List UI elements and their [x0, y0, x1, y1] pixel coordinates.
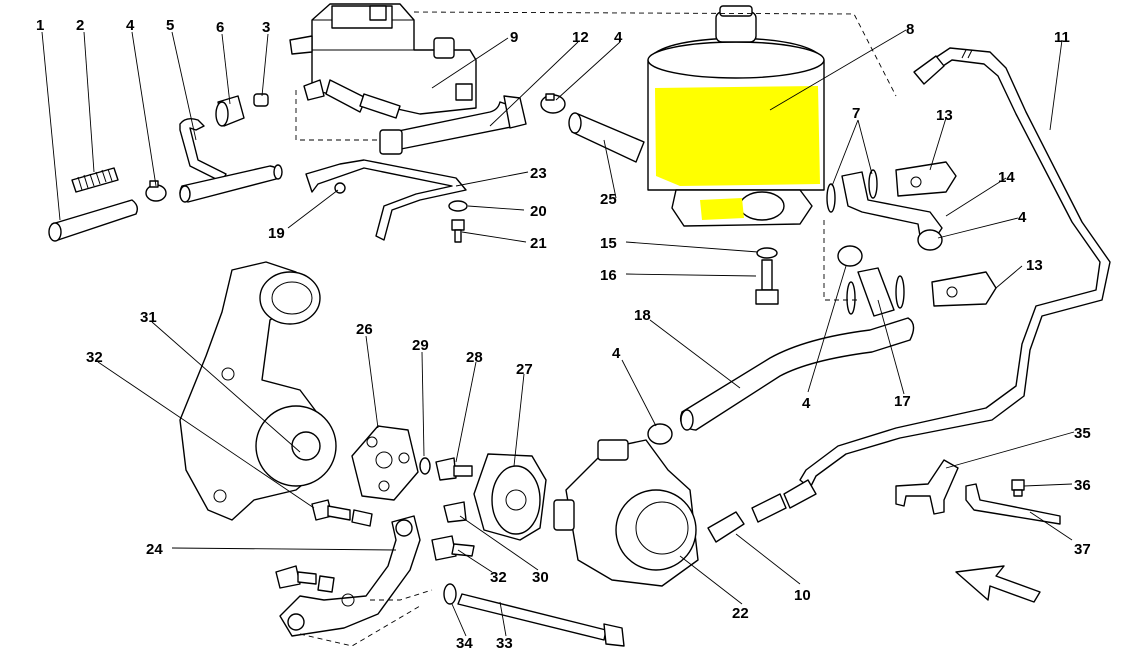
fitting-part-10 — [707, 479, 817, 543]
washer-part-29 — [419, 457, 431, 475]
callout-1: 1 — [36, 17, 44, 34]
callout-7: 7 — [852, 105, 860, 122]
callout-6: 6 — [216, 19, 224, 36]
callout-23: 23 — [530, 165, 547, 182]
callout-4: 4 — [614, 29, 623, 46]
long-bolt-part-33 — [457, 593, 625, 647]
callout-35: 35 — [1074, 425, 1091, 442]
callout-12: 12 — [572, 29, 589, 46]
bolt-part-32-lower — [431, 535, 475, 561]
callout-4: 4 — [612, 345, 621, 362]
hose-part-25 — [568, 112, 645, 163]
hose-part-1 — [48, 199, 139, 242]
callout-2: 2 — [76, 17, 84, 34]
callout-4: 4 — [802, 395, 811, 412]
union-bolt-part-13-top — [895, 161, 957, 197]
o-ring-part-7 — [826, 169, 878, 213]
washer-part-34 — [443, 583, 457, 605]
callout-labels: 1 2 4 5 6 3 9 12 4 8 11 7 13 14 4 13 23 … — [36, 17, 1091, 652]
dashed-assembly-lines — [295, 11, 897, 647]
bracket-part-23 — [305, 159, 467, 241]
hose-part-18 — [679, 317, 915, 431]
callout-4: 4 — [1018, 209, 1027, 226]
pump-part-22 — [553, 439, 699, 587]
callout-31: 31 — [140, 309, 157, 326]
screw-part-36 — [1011, 479, 1025, 497]
callout-8: 8 — [906, 21, 914, 38]
callout-33: 33 — [496, 635, 513, 652]
hose-clamp-part-4-top — [540, 93, 566, 114]
callout-22: 22 — [732, 605, 749, 622]
callout-32: 32 — [86, 349, 103, 366]
callout-11: 11 — [1054, 29, 1070, 46]
callout-15: 15 — [600, 235, 617, 252]
union-bolt-part-13-bottom — [931, 271, 997, 307]
callout-30: 30 — [532, 569, 549, 586]
callout-10: 10 — [794, 587, 811, 604]
housing-part-31 — [179, 261, 337, 521]
leader-lines — [41, 29, 1075, 637]
callout-14: 14 — [998, 169, 1015, 186]
callout-37: 37 — [1074, 541, 1091, 558]
reservoir-part-8 — [647, 5, 825, 227]
bolt-part-30 — [443, 501, 467, 523]
union-part-17 — [846, 267, 905, 317]
bolt-part-bracket — [275, 565, 335, 593]
pipe-part-5 — [179, 117, 227, 183]
sleeve-part-6 — [215, 95, 245, 127]
callout-27: 27 — [516, 361, 533, 378]
hose-connector-left — [179, 164, 283, 203]
callout-36: 36 — [1074, 477, 1091, 494]
hose-clamp-part-4-mid — [837, 245, 863, 267]
washer-part-15 — [756, 247, 778, 259]
cap-part-3 — [253, 93, 269, 107]
coupling-part-26 — [351, 425, 419, 501]
callout-9: 9 — [510, 29, 518, 46]
callout-20: 20 — [530, 203, 547, 220]
callout-5: 5 — [166, 17, 174, 34]
bracket-part-35 — [895, 459, 959, 515]
callout-13: 13 — [1026, 257, 1043, 274]
bolt-part-28 — [435, 457, 473, 481]
callout-4: 4 — [126, 17, 135, 34]
callout-19: 19 — [268, 225, 285, 242]
callout-18: 18 — [634, 307, 651, 324]
hose-part-12 — [379, 95, 527, 155]
pipe-part-11 — [799, 47, 1111, 489]
callout-16: 16 — [600, 267, 617, 284]
callout-26: 26 — [356, 321, 373, 338]
callout-24: 24 — [146, 541, 163, 558]
hub-part-27 — [473, 453, 547, 541]
bracket-part-24 — [279, 515, 421, 637]
callout-29: 29 — [412, 337, 429, 354]
callout-25: 25 — [600, 191, 617, 208]
bolt-part-32-left — [311, 499, 373, 527]
callout-32: 32 — [490, 569, 507, 586]
callout-3: 3 — [262, 19, 270, 36]
valve-block-part-9 — [289, 3, 477, 119]
washer-part-20 — [448, 200, 468, 212]
callout-28: 28 — [466, 349, 483, 366]
hose-clamp-part-4-right — [917, 229, 943, 251]
callout-17: 17 — [894, 393, 911, 410]
hose-clamp-part-4-bottom — [647, 423, 673, 445]
callout-21: 21 — [530, 235, 547, 252]
front-direction-arrow-icon — [955, 565, 1041, 603]
bolt-part-16 — [755, 259, 779, 305]
spring-sleeve-part-2 — [71, 167, 119, 193]
bolt-part-21 — [451, 219, 465, 243]
plate-part-37 — [965, 483, 1061, 525]
callout-13: 13 — [936, 107, 953, 124]
callout-34: 34 — [456, 635, 473, 652]
